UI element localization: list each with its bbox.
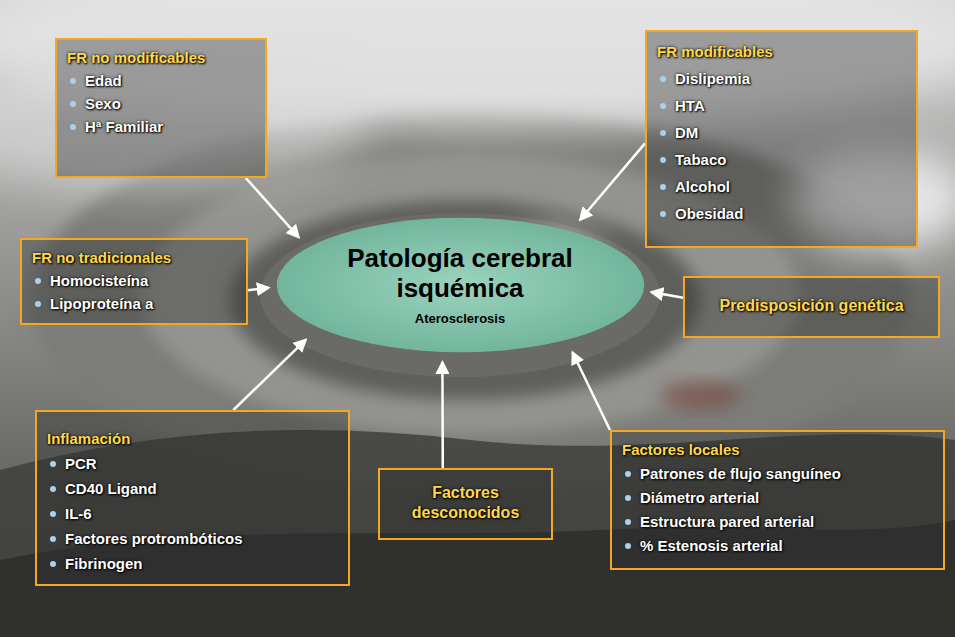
box-heading: FR no modificables (67, 46, 255, 69)
list-item: Dislipemia (657, 65, 906, 92)
risk-factor-box: FR no modificablesEdadSexoHª Familiar (55, 38, 267, 178)
risk-factor-box: InflamaciónPCRCD40 LigandIL-6Factores pr… (35, 410, 350, 586)
list-item: % Estenosis arterial (622, 534, 933, 558)
list-item: Patrones de flujo sanguíneo (622, 462, 933, 486)
box-heading: FR modificables (657, 38, 906, 65)
list-item: Estructura pared arterial (622, 510, 933, 534)
connector-arrow (233, 340, 306, 410)
box-heading: Factores desconocidos (390, 483, 541, 523)
box-heading: Factores locales (622, 438, 933, 462)
box-heading: Inflamación (47, 426, 338, 451)
risk-factor-box: Factores desconocidos (378, 468, 553, 540)
list-item: IL-6 (47, 501, 338, 526)
list-item: Hª Familiar (67, 115, 255, 138)
risk-factor-box: Factores localesPatrones de flujo sanguí… (610, 430, 945, 570)
risk-factor-box: FR no tradicionalesHomocisteínaLipoprote… (20, 238, 248, 325)
box-heading: Predisposición genética (719, 295, 903, 317)
connector-arrow (248, 288, 269, 290)
list-item: Obesidad (657, 200, 906, 227)
box-heading: FR no tradicionales (32, 246, 236, 269)
list-item: Diámetro arterial (622, 486, 933, 510)
list-item: Alcohol (657, 173, 906, 200)
list-item: Lipoproteína a (32, 292, 236, 315)
crater-lake-node: Patología cerebral isquémicaAteroscleros… (273, 215, 648, 355)
list-item: Fibrinogen (47, 551, 338, 576)
connector-arrow (246, 178, 299, 237)
list-item: Factores protrombóticos (47, 526, 338, 551)
list-item: CD40 Ligand (47, 476, 338, 501)
risk-factor-box: Predisposición genética (683, 276, 940, 338)
list-item: Homocisteína (32, 269, 236, 292)
connector-arrow (580, 143, 645, 220)
list-item: Sexo (67, 92, 255, 115)
lake-subtitle: Aterosclerosis (415, 311, 505, 326)
list-item: DM (657, 119, 906, 146)
list-item: Edad (67, 69, 255, 92)
list-item: PCR (47, 451, 338, 476)
list-item: Tabaco (657, 146, 906, 173)
lake-title: Patología cerebral isquémica (310, 244, 610, 304)
risk-factor-box: FR modificablesDislipemiaHTADMTabacoAlco… (645, 30, 918, 248)
connector-arrow (651, 292, 683, 298)
connector-arrow (573, 352, 611, 430)
list-item: HTA (657, 92, 906, 119)
connector-arrow (441, 362, 444, 468)
